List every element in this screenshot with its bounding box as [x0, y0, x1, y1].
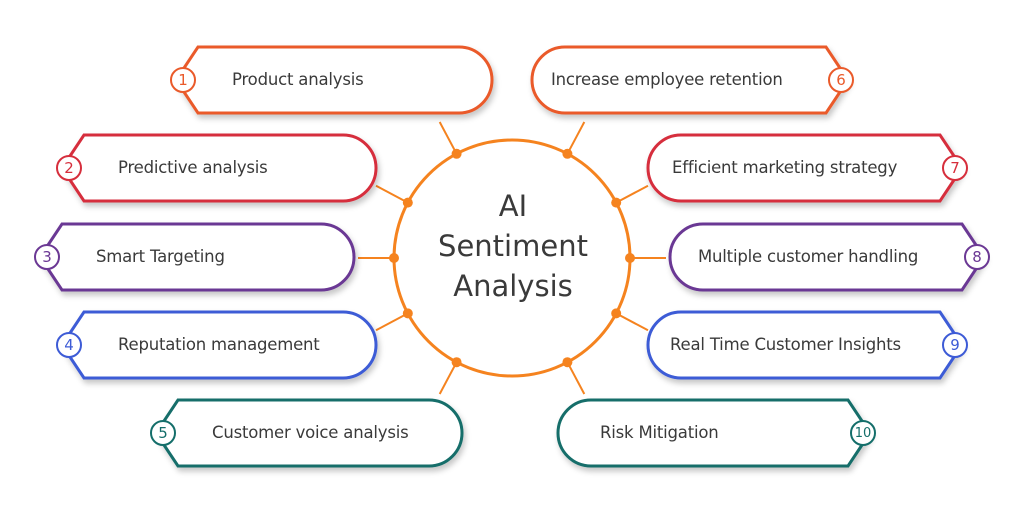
connector-line-2 [375, 184, 409, 204]
connector-dot-9 [611, 308, 622, 319]
connector-dot-6 [562, 148, 573, 159]
connector-line-5 [438, 361, 458, 395]
item-label-7: Efficient marketing strategy [672, 158, 898, 177]
connector-line-9 [615, 312, 649, 332]
item-number-badge-1: 1 [170, 67, 196, 93]
hub-title: AI Sentiment Analysis [413, 186, 613, 306]
item-label-6: Increase employee retention [551, 70, 783, 89]
connector-dot-3 [389, 253, 399, 263]
item-card-2 [60, 133, 378, 203]
hub-title-line-1: AI [498, 189, 528, 223]
item-label-9: Real Time Customer Insights [670, 335, 901, 354]
item-number-badge-3: 3 [34, 244, 60, 270]
item-card-3 [38, 222, 356, 292]
item-label-4: Reputation management [118, 335, 320, 354]
item-card-5 [154, 398, 464, 468]
item-label-2: Predictive analysis [118, 158, 268, 177]
hub-title-line-2: Sentiment [438, 229, 588, 263]
item-card-7 [646, 133, 964, 203]
connector-dot-4 [402, 308, 413, 319]
item-label-1: Product analysis [232, 70, 364, 89]
item-label-10: Risk Mitigation [600, 423, 719, 442]
item-card-1 [174, 45, 494, 115]
connector-dot-8 [625, 253, 635, 263]
connector-dot-7 [611, 197, 622, 208]
item-number-badge-8: 8 [964, 244, 990, 270]
connector-line-6 [566, 121, 586, 155]
item-label-5: Customer voice analysis [212, 423, 409, 442]
connector-line-1 [438, 121, 458, 155]
connector-dot-10 [562, 357, 573, 368]
item-number-badge-9: 9 [942, 332, 968, 358]
item-card-8 [668, 222, 986, 292]
item-number-badge-7: 7 [942, 155, 968, 181]
connector-line-7 [615, 184, 649, 204]
item-label-3: Smart Targeting [96, 247, 225, 266]
connector-dot-5 [451, 357, 462, 368]
connector-line-4 [375, 312, 409, 332]
item-label-8: Multiple customer handling [698, 247, 919, 266]
item-card-6 [530, 45, 850, 115]
item-number-badge-6: 6 [828, 67, 854, 93]
hub-title-line-3: Analysis [453, 269, 573, 303]
item-number-badge-5: 5 [150, 420, 176, 446]
item-number-badge-4: 4 [56, 332, 82, 358]
item-number-badge-10: 10 [850, 420, 876, 446]
connector-dot-1 [451, 148, 462, 159]
item-card-4 [60, 310, 378, 380]
item-number-badge-2: 2 [56, 155, 82, 181]
item-card-10 [556, 398, 872, 468]
connector-dot-2 [402, 197, 413, 208]
connector-line-10 [566, 361, 586, 395]
item-card-9 [646, 310, 964, 380]
